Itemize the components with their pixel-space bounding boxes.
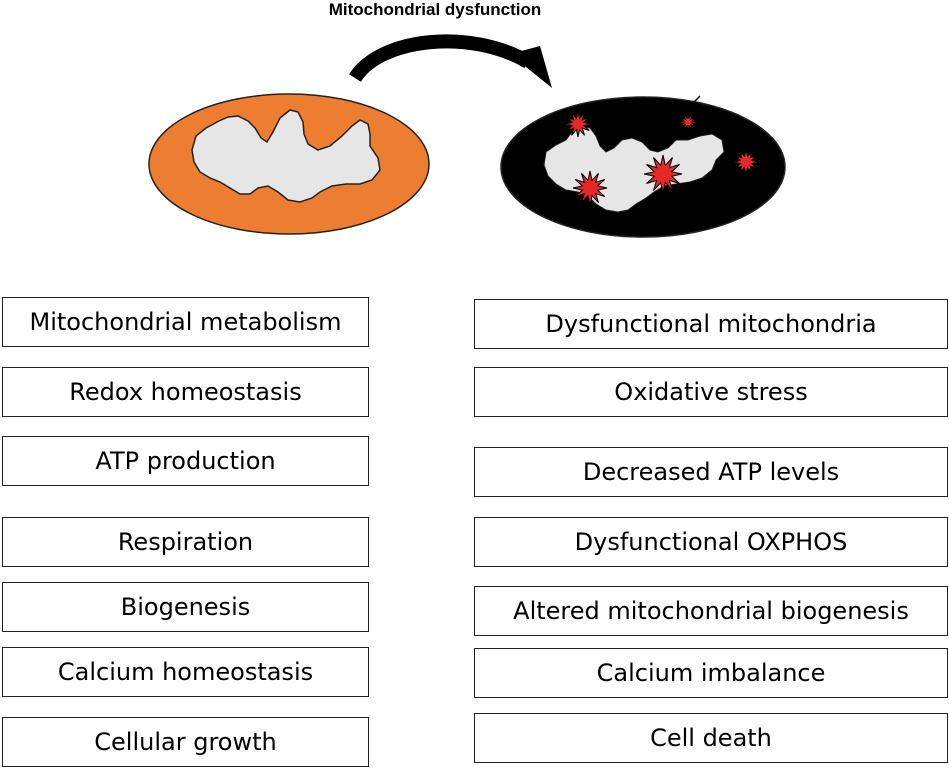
right-box-atp-levels: Decreased ATP levels: [474, 447, 948, 497]
left-box-biogenesis: Biogenesis: [2, 582, 369, 632]
ros-burst-icon: [643, 154, 683, 194]
diagram-title: Mitochondrial dysfunction: [328, 0, 542, 19]
right-box-cell-death: Cell death: [474, 713, 948, 763]
ros-burst-icon: [733, 149, 759, 175]
left-box-redox: Redox homeostasis: [2, 367, 369, 417]
left-box-growth: Cellular growth: [2, 717, 369, 767]
ros-burst-icon: [564, 110, 592, 138]
right-box-oxidative-stress: Oxidative stress: [474, 367, 948, 417]
right-box-biogenesis: Altered mitochondrial biogenesis: [474, 586, 948, 636]
right-box-dysfunctional-mitochondria: Dysfunctional mitochondria: [474, 299, 948, 349]
ros-bursts: [564, 110, 759, 206]
right-box-oxphos: Dysfunctional OXPHOS: [474, 517, 948, 567]
left-box-calcium: Calcium homeostasis: [2, 647, 369, 697]
curved-arrow-icon: [349, 34, 552, 88]
healthy-mitochondrion-icon: [148, 93, 430, 235]
left-box-respiration: Respiration: [2, 517, 369, 567]
mitochondria-illustration: [148, 34, 786, 238]
left-box-metabolism: Mitochondrial metabolism: [2, 297, 369, 347]
right-box-calcium: Calcium imbalance: [474, 648, 948, 698]
left-box-atp: ATP production: [2, 436, 369, 486]
ros-burst-icon: [572, 170, 608, 206]
ros-burst-icon: [678, 112, 698, 132]
